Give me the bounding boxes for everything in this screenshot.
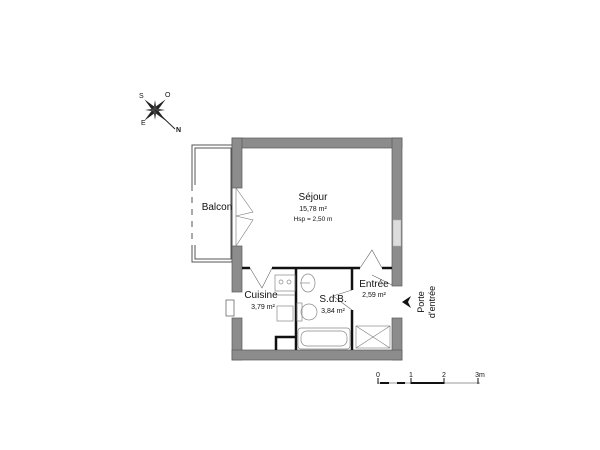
window — [392, 219, 402, 247]
walls — [231, 137, 403, 361]
room-label-sejour: Séjour — [299, 192, 329, 203]
compass-north: N — [176, 127, 181, 134]
kitchen-fixtures — [274, 274, 296, 322]
room-label-sdb: S.d.B. — [319, 294, 346, 305]
entrance-label-line2: d'entrée — [427, 286, 437, 318]
entrance-arrow-icon — [402, 296, 411, 308]
scale-bar — [377, 378, 480, 384]
room-height-sejour: Hsp = 2,50 m — [294, 216, 333, 223]
room-area-sejour: 15,78 m² — [299, 206, 327, 213]
compass-west: O — [165, 92, 171, 99]
room-label-balcon: Balcon — [202, 202, 233, 213]
compass-south: S — [139, 93, 144, 100]
entrance-label-line1: Porte — [416, 291, 426, 313]
scale-tick-3: 3m — [475, 372, 485, 379]
compass-rose-icon — [144, 99, 176, 130]
entrance-closet — [355, 325, 391, 349]
room-area-sdb: 3,84 m² — [321, 308, 345, 315]
scale-tick-2: 2 — [442, 372, 446, 379]
kitchen-window — [225, 299, 235, 317]
scale-tick-0: 0 — [376, 372, 380, 379]
room-area-cuisine: 3,79 m² — [251, 304, 275, 311]
balcony-door — [235, 187, 254, 247]
room-area-entree: 2,59 m² — [362, 292, 386, 299]
bathroom-fixtures — [296, 273, 351, 350]
room-label-cuisine: Cuisine — [244, 290, 278, 301]
room-label-entree: Entrée — [359, 279, 389, 290]
scale-tick-1: 1 — [409, 372, 413, 379]
compass-east: E — [141, 120, 146, 127]
door-swings — [249, 249, 393, 311]
partitions — [242, 266, 392, 350]
